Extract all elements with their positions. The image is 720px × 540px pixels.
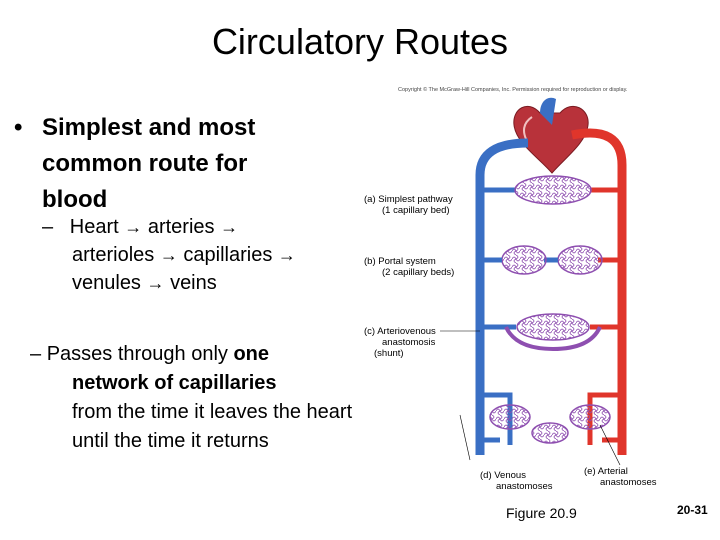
arrow-icon: → <box>278 245 296 265</box>
route-step: arterioles <box>72 244 154 266</box>
route-step: Heart <box>70 216 119 238</box>
bullet-marker: • <box>14 113 22 143</box>
slide-title: Circulatory Routes <box>0 22 720 62</box>
figure-caption: Figure 20.9 <box>506 505 577 521</box>
route-step: venules <box>72 272 141 294</box>
arrow-icon: → <box>220 217 238 237</box>
route-step: arteries <box>148 216 215 238</box>
circulatory-routes-diagram <box>440 95 720 500</box>
note-text: Passes through only <box>47 343 234 365</box>
route-step: veins <box>170 272 217 294</box>
note-text: from the time it leaves the heart until … <box>30 398 362 456</box>
label-d: (d) Venous anastomoses <box>480 470 553 492</box>
capillary-bed-d <box>480 395 530 445</box>
route-sequence: – Heart → arteries → arterioles → capill… <box>42 213 332 297</box>
note-emphasis: network of capillaries <box>72 372 277 394</box>
arrow-icon: → <box>147 273 165 293</box>
capillary-bed-b <box>480 246 622 274</box>
arrow-icon: → <box>160 245 178 265</box>
label-a: (a) Simplest pathway (1 capillary bed) <box>364 194 453 216</box>
label-b: (b) Portal system (2 capillary beds) <box>364 256 454 278</box>
capillary-bed-e <box>532 395 622 445</box>
dash-marker: – <box>30 343 41 365</box>
main-bullet-text: Simplest and most common route for blood <box>42 110 302 218</box>
capillary-bed-a <box>480 176 622 204</box>
page-number: 20-31 <box>677 503 708 517</box>
capillary-bed-c <box>480 314 622 349</box>
route-step: capillaries <box>183 244 272 266</box>
copyright-notice: Copyright © The McGraw-Hill Companies, I… <box>398 87 627 93</box>
label-e: (e) Arterial anastomoses <box>584 466 657 488</box>
capillary-note: – Passes through only one network of cap… <box>30 340 355 456</box>
label-c: (c) Arteriovenous anastomosis (shunt) <box>364 326 436 359</box>
arrow-icon: → <box>124 217 142 237</box>
dash-marker: – <box>42 216 53 238</box>
note-emphasis: one <box>233 343 269 365</box>
